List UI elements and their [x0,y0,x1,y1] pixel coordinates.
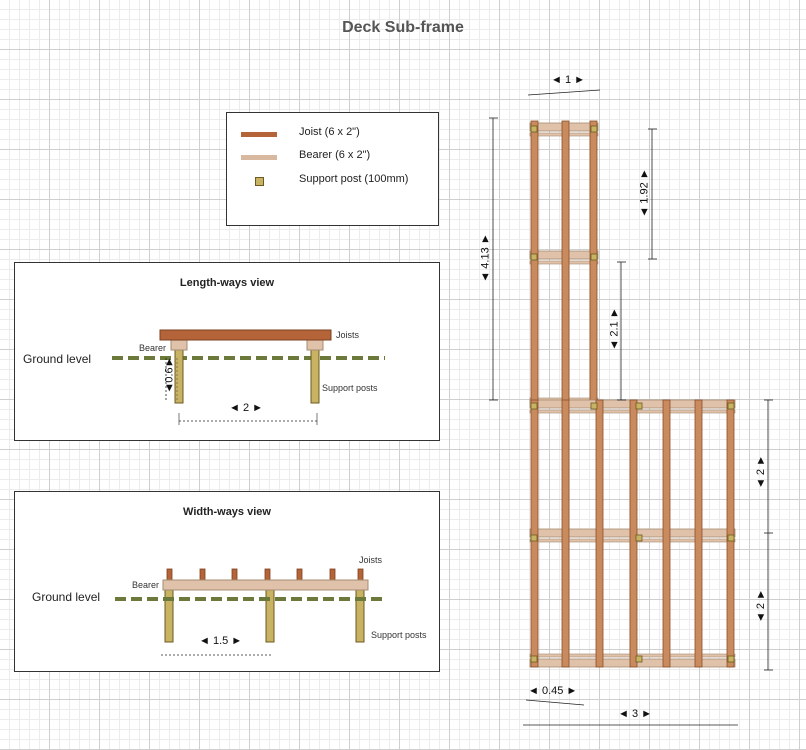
joists-label: Joists [359,555,383,565]
dim-lower-section-a: ◄ 2 ► [755,454,768,490]
span-dimension-label: ◄ 1.5 ► [199,635,243,647]
length-ways-view-panel: Length-ways view Ground level Joists Bea… [14,262,440,441]
span-dimension-label: ◄ 2 ► [229,402,264,414]
plan-dimension-lines [489,89,773,726]
width-ways-view-panel: Width-ways view Ground level Joists Bear… [14,491,440,672]
legend-bearer-label: Bearer (6 x 2") [299,149,371,161]
length-view-title: Length-ways view [179,277,275,289]
support-posts-label: Support posts [322,383,378,393]
dim-joist-spacing: ◄ 0.45 ► [528,685,578,697]
joists-label: Joists [336,330,360,340]
dim-top-width: ◄ 1 ► [551,74,586,86]
ground-level-label: Ground level [23,352,92,366]
width-view-drawing [115,568,387,656]
dim-upper-section: ◄ 1.92 ► [638,168,651,218]
joist [159,329,332,341]
legend: Joist (6 x 2") Bearer (6 x 2") Support p… [226,112,439,226]
width-view-title: Width-ways view [183,506,271,518]
legend-post-label: Support post (100mm) [299,173,409,185]
dim-total-length: ◄ 4.13 ► [479,233,492,283]
lower-section-frame [529,399,736,668]
bearer [162,579,369,591]
upper-section-frame [529,120,599,404]
dim-lower-section-b: ◄ 2 ► [755,588,768,624]
support-posts-label: Support posts [371,630,427,640]
bearer-label: Bearer [139,343,167,353]
length-view-drawing [112,329,385,425]
ground-level-label: Ground level [32,590,101,604]
diagram-title: Deck Sub-frame [342,19,464,36]
bearer-label: Bearer [132,580,160,590]
dim-middle-section: ◄ 2.1 ► [608,307,621,351]
legend-joist-label: Joist (6 x 2") [299,126,360,138]
dim-total-width: ◄ 3 ► [618,708,653,720]
bearer-swatch [241,155,277,160]
plan-support-posts [530,125,735,663]
joist-swatch [241,132,277,137]
post-swatch [255,177,264,186]
